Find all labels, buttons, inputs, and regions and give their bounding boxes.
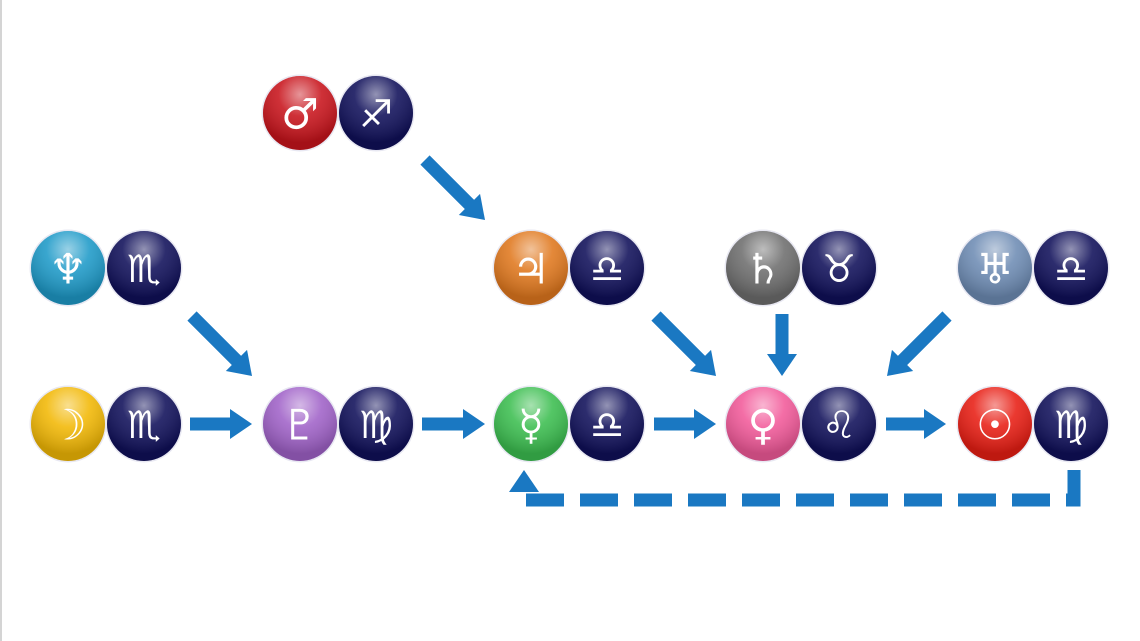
arrow-moon-to-pluto [190,409,252,439]
edges-layer [187,155,1081,507]
arrow-head [924,409,946,439]
arrow-head [230,409,252,439]
virgo-icon: ♍ [337,385,415,463]
ball-gloss [726,231,800,305]
arrow-head [694,409,716,439]
arrow-shaft [651,311,708,368]
node-neptune: ♆♏ [29,229,183,307]
glyph-text: ♆ [49,245,87,294]
ball-gloss [958,231,1032,305]
ball-gloss [958,387,1032,461]
neptune-icon: ♆ [29,229,107,307]
glyph-text: ♄ [744,245,782,294]
node-venus: ♀♌ [724,385,878,463]
arrow-shaft [420,155,477,212]
glyph-text: ♏ [127,403,161,447]
arrow-venus-to-sun [886,409,946,439]
arrow-head [225,349,252,376]
arrow-head [689,349,716,376]
ball-gloss [1034,387,1108,461]
ball-gloss [339,387,413,461]
arrow-shaft [895,311,952,368]
node-mercury: ☿♎ [492,385,646,463]
arrow-head [767,354,797,376]
glyph-text: ♇ [281,401,319,450]
mercury-icon: ☿ [492,385,570,463]
ball-gloss [802,231,876,305]
node-saturn: ♄♉ [724,229,878,307]
glyph-text: ♅ [976,245,1014,294]
sun-icon: ☉ [956,385,1034,463]
uranus-icon: ♅ [956,229,1034,307]
arrow-neptune-to-pluto [187,311,252,376]
glyph-text: ♎ [590,403,624,447]
arrow-saturn-to-venus [767,314,797,376]
arrow-shaft [517,470,1081,507]
venus-icon: ♀ [724,385,802,463]
glyph-text: ♉ [822,247,856,291]
glyph-text: ☉ [976,401,1014,450]
ball-gloss [726,387,800,461]
glyph-text: ♎ [1054,247,1088,291]
glyph-text: ♎ [590,247,624,291]
ball-gloss [31,231,105,305]
arrow-mars-to-jupiter [420,155,485,220]
scorpio-icon: ♏ [105,385,183,463]
ball-gloss [31,387,105,461]
nodes-layer: ♂♐♆♏♃♎♄♉♅♎☽♏♇♍☿♎♀♌☉♍ [29,74,1110,463]
arrow-uranus-to-venus [887,311,952,376]
arrow-jupiter-to-venus [651,311,716,376]
node-pluto: ♇♍ [261,385,415,463]
ball-gloss [263,76,337,150]
ball-gloss [1034,231,1108,305]
glyph-text: ♍ [359,403,393,447]
libra-icon: ♎ [568,385,646,463]
ball-gloss [263,387,337,461]
page-edge-line [0,0,2,641]
virgo-icon: ♍ [1032,385,1110,463]
node-mars: ♂♐ [261,74,415,152]
leo-icon: ♌ [800,385,878,463]
node-sun: ☉♍ [956,385,1110,463]
node-moon: ☽♏ [29,385,183,463]
libra-icon: ♎ [1032,229,1110,307]
glyph-text: ♃ [512,245,550,294]
libra-icon: ♎ [568,229,646,307]
node-uranus: ♅♎ [956,229,1110,307]
moon-icon: ☽ [29,385,107,463]
ball-gloss [570,387,644,461]
mars-icon: ♂ [261,74,339,152]
ball-gloss [107,231,181,305]
glyph-text: ♐ [359,92,393,136]
saturn-icon: ♄ [724,229,802,307]
jupiter-icon: ♃ [492,229,570,307]
arrow-head [458,193,485,220]
glyph-text: ♂ [281,90,319,139]
arrow-head [509,470,539,492]
arrow-head [887,349,914,376]
node-jupiter: ♃♎ [492,229,646,307]
glyph-text: ☿ [518,401,544,450]
sagittarius-icon: ♐ [337,74,415,152]
ball-gloss [494,387,568,461]
pluto-icon: ♇ [261,385,339,463]
glyph-text: ♌ [822,403,856,447]
arrow-head [463,409,485,439]
arrow-shaft [187,311,244,368]
glyph-text: ♀ [748,401,779,450]
ball-gloss [494,231,568,305]
glyph-text: ☽ [49,401,87,450]
ball-gloss [107,387,181,461]
arrow-sun-to-mercury [509,470,1081,507]
glyph-text: ♍ [1054,403,1088,447]
arrow-pluto-to-mercury [422,409,485,439]
taurus-icon: ♉ [800,229,878,307]
ball-gloss [802,387,876,461]
ball-gloss [339,76,413,150]
scorpio-icon: ♏ [105,229,183,307]
glyph-text: ♏ [127,247,161,291]
arrow-mercury-to-venus [654,409,716,439]
ball-gloss [570,231,644,305]
